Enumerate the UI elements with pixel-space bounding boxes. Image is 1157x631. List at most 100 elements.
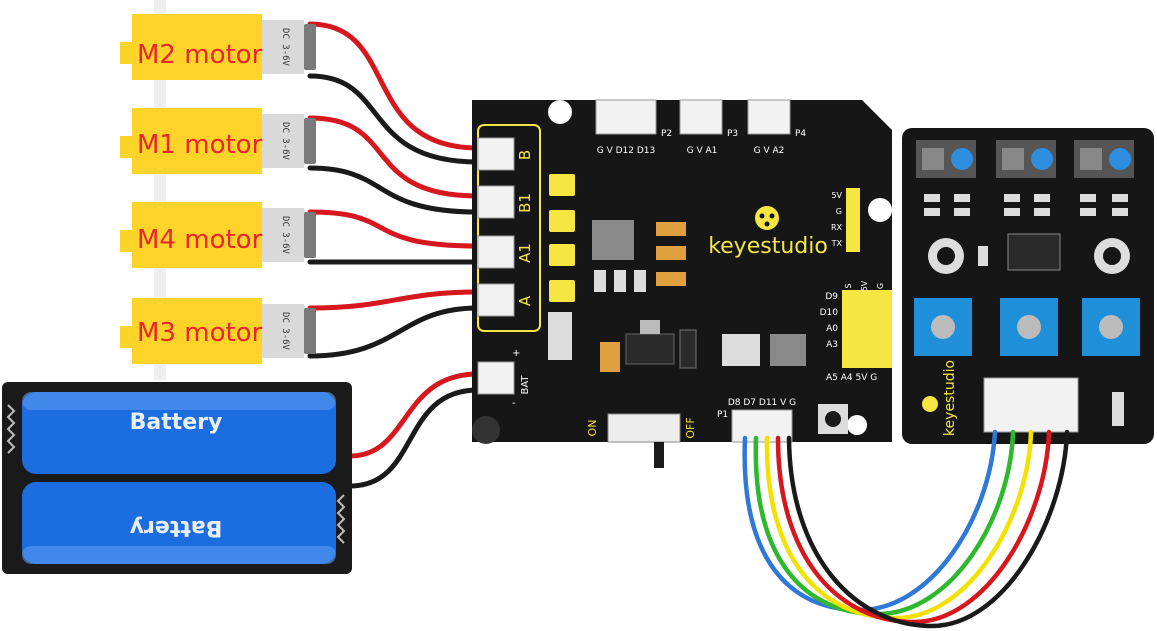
wire-m2-black — [307, 73, 481, 165]
header-p2[interactable] — [595, 99, 657, 135]
switch-on-label: ON — [586, 420, 599, 437]
pot-knob-2[interactable] — [1017, 315, 1041, 339]
motor-port-outline — [477, 124, 541, 332]
io-row-a0: A0 — [826, 324, 838, 334]
connector-a[interactable] — [477, 283, 515, 317]
motor-endcap — [304, 212, 316, 258]
wire-m4-red — [307, 209, 481, 249]
port-label-a1: A1 — [516, 243, 534, 263]
board-hole — [847, 415, 867, 435]
resistor-stack — [548, 312, 572, 360]
motor-label-m2: M2 motor — [137, 40, 263, 70]
motors: DC 3-6V M2 motor DC 3-6V M1 motor DC 3-6… — [120, 0, 316, 380]
small-ic — [770, 334, 806, 366]
board-components — [472, 220, 806, 444]
battery-spring-left — [6, 404, 16, 454]
wire-m3-black — [307, 305, 481, 359]
smd-component — [594, 270, 606, 292]
board-hole — [868, 198, 892, 222]
header-p3-pins: G V A1 — [687, 146, 718, 156]
motor-shaft — [120, 136, 134, 158]
io-row-d10: D10 — [820, 308, 839, 318]
header-p2-pins: G V D12 D13 — [597, 146, 655, 156]
motor-gearbox — [132, 14, 262, 80]
board-hole — [548, 100, 572, 124]
reset-button-cap[interactable] — [825, 411, 841, 427]
capacitor — [600, 342, 620, 372]
serial-header-pins[interactable] — [846, 188, 860, 252]
motor-body — [262, 304, 304, 358]
battery-cell-bottom-shine — [22, 546, 336, 564]
battery-spring-right — [336, 494, 346, 544]
connector-b1[interactable] — [477, 185, 515, 219]
p1-socket[interactable] — [731, 409, 793, 443]
jumper-block — [549, 174, 575, 302]
port-label-b: B — [516, 150, 534, 160]
motor-wires — [307, 21, 481, 489]
header-p3-name: P3 — [727, 129, 738, 139]
io-bottom-row: A5 A4 5V G — [826, 373, 877, 383]
serial-header: 5V G RX TX — [831, 188, 860, 252]
header-p4-name: P4 — [795, 129, 806, 139]
header-p4[interactable] — [747, 99, 791, 135]
motor-m1: DC 3-6V M1 motor — [120, 108, 316, 174]
sensor-header[interactable] — [983, 377, 1079, 433]
mount-hole-right-inner — [1103, 247, 1121, 265]
power-led — [472, 416, 500, 444]
ir-receiver — [1109, 148, 1131, 170]
potentiometers — [914, 298, 1140, 356]
connector-a1[interactable] — [477, 235, 515, 269]
wire-m1-red — [307, 115, 481, 199]
sensor-smd-row — [924, 194, 1128, 216]
wire-red — [775, 429, 1052, 625]
p1-connector: D8 D7 D11 V G P1 — [717, 398, 796, 443]
battery-holder: Battery Battery — [2, 382, 352, 574]
wire-m3-red — [307, 289, 481, 311]
line-tracking-sensor: keyestudio — [902, 128, 1154, 444]
io-header: S 5V G D9 D10 A0 A3 A5 A4 5V G — [820, 280, 892, 383]
ladybug-spot — [764, 221, 770, 227]
connector-b[interactable] — [477, 137, 515, 171]
motor-gearbox — [132, 202, 262, 268]
sensor-brand: keyestudio — [942, 360, 958, 436]
battery-cell-bottom — [22, 482, 336, 564]
pot-knob-1[interactable] — [931, 315, 955, 339]
ir-emitter — [1002, 148, 1024, 170]
ir-emitter — [1080, 148, 1102, 170]
wire-m2-red — [307, 21, 481, 151]
wire-yellow — [764, 429, 1034, 621]
motor-tag: DC 3-6V — [280, 28, 290, 67]
connector-bat[interactable] — [477, 361, 515, 395]
wire-bat-black — [347, 387, 481, 489]
bat-plus-label: + — [512, 348, 520, 359]
battery-cell-top-shine — [22, 392, 336, 410]
sensor-wires — [742, 429, 1070, 629]
motor-driver-board: B B1 A1 A BAT + - G V D12 D13 P2 G V A1 … — [472, 99, 892, 468]
pot-knob-3[interactable] — [1099, 315, 1123, 339]
bat-label: BAT — [520, 375, 531, 395]
switch-body[interactable] — [607, 413, 681, 443]
port-label-b1: B1 — [516, 193, 534, 213]
ir-receiver — [1031, 148, 1053, 170]
io-header-pins[interactable] — [842, 290, 892, 368]
ir-probe-2 — [996, 140, 1056, 178]
smd-component — [614, 270, 626, 292]
ir-probe-1 — [916, 140, 976, 178]
comparator-ic — [1007, 233, 1061, 271]
motor-gearbox — [132, 108, 262, 174]
wire-black — [786, 429, 1070, 629]
diode — [679, 329, 697, 369]
motor-connectors: B B1 A1 A BAT + - — [477, 137, 534, 409]
smd-component — [656, 272, 686, 286]
wire-bat-red — [347, 371, 481, 459]
switch-lever[interactable] — [654, 442, 664, 468]
motor-endcap — [304, 24, 316, 70]
motor-tag: DC 3-6V — [280, 216, 290, 255]
io-col-g: G — [876, 283, 885, 289]
serial-pin-tx: TX — [831, 239, 843, 248]
ladybug-icon — [755, 206, 779, 230]
header-p3[interactable] — [679, 99, 723, 135]
board-brand: keyestudio — [708, 234, 828, 259]
bat-minus-label: - — [512, 398, 516, 409]
